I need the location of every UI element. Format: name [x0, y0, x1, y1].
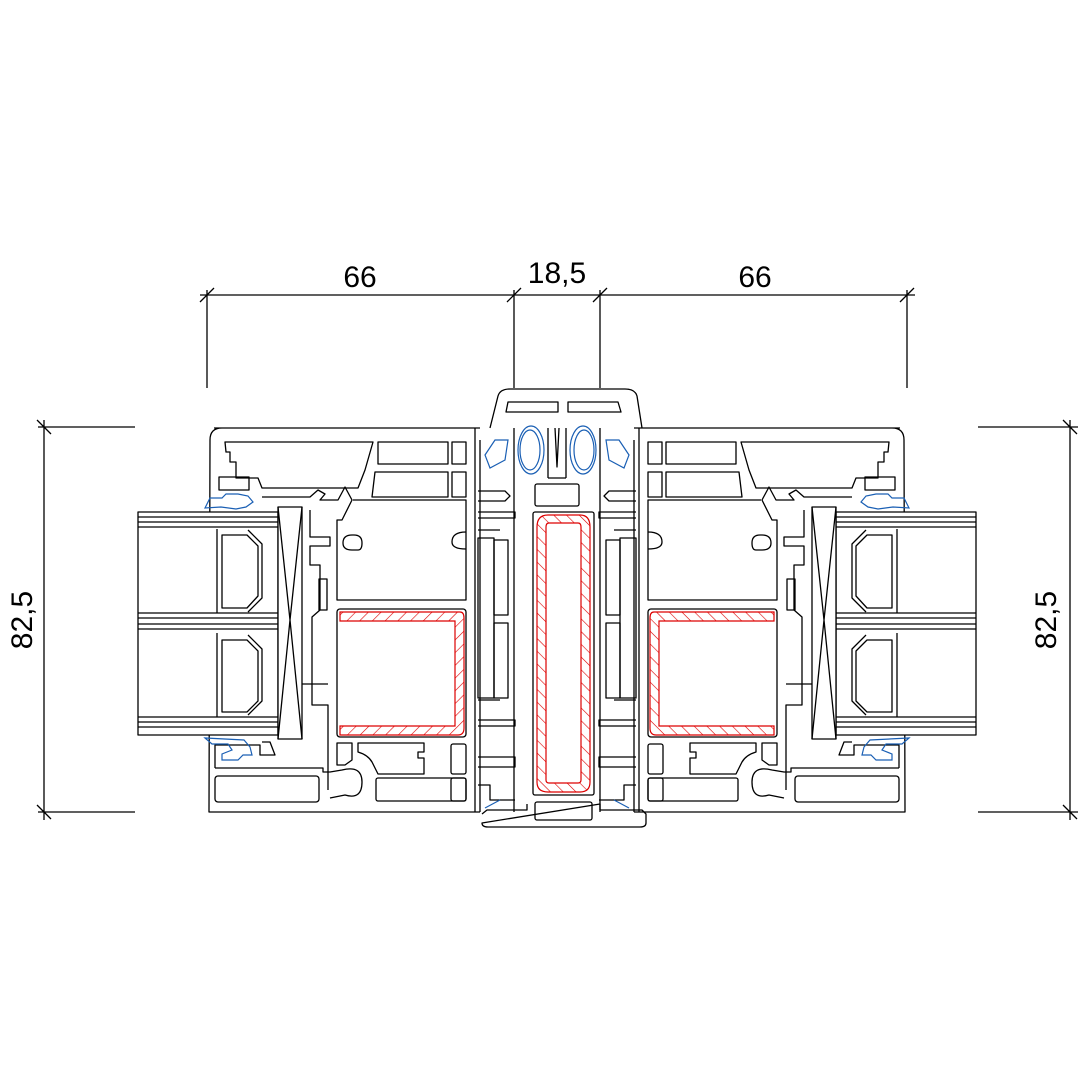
left-sash-profile	[137, 425, 545, 813]
top-dimension: 66 18,5 66	[199, 257, 915, 388]
dimension-right-width: 66	[738, 261, 771, 294]
dimension-right-height: 82,5	[1030, 591, 1063, 649]
right-dimension: 82,5	[978, 419, 1078, 820]
dimension-left-width: 66	[343, 261, 376, 294]
left-dimension: 82,5	[6, 419, 135, 820]
right-sash-profile	[569, 425, 977, 813]
dimension-left-height: 82,5	[6, 591, 39, 649]
dimension-center-width: 18,5	[528, 257, 586, 290]
center-mullion	[481, 388, 647, 828]
